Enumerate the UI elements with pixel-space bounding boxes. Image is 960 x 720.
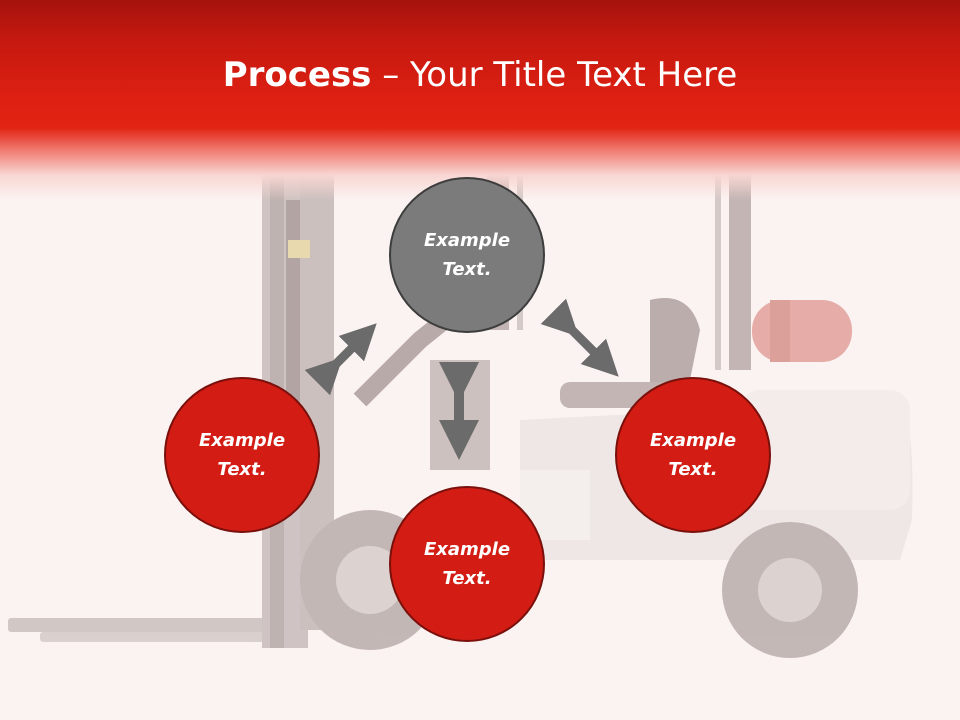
double-arrow-icon bbox=[540, 298, 619, 377]
title-banner bbox=[0, 0, 960, 200]
node-right-text: Example Text. bbox=[649, 430, 737, 480]
process-node-right: Example Text. bbox=[615, 377, 771, 533]
title-rest: – Your Title Text Here bbox=[371, 55, 738, 95]
node-left-text: Example Text. bbox=[198, 430, 286, 480]
page-title: Process – Your Title Text Here bbox=[0, 52, 960, 98]
double-arrow-icon bbox=[304, 323, 377, 396]
process-node-bottom: Example Text. bbox=[389, 486, 545, 642]
process-node-left: Example Text. bbox=[164, 377, 320, 533]
process-node-top: Example Text. bbox=[389, 177, 545, 333]
node-bottom-text: Example Text. bbox=[423, 539, 511, 589]
title-bold: Process bbox=[222, 55, 372, 95]
node-top-text: Example Text. bbox=[423, 230, 511, 280]
